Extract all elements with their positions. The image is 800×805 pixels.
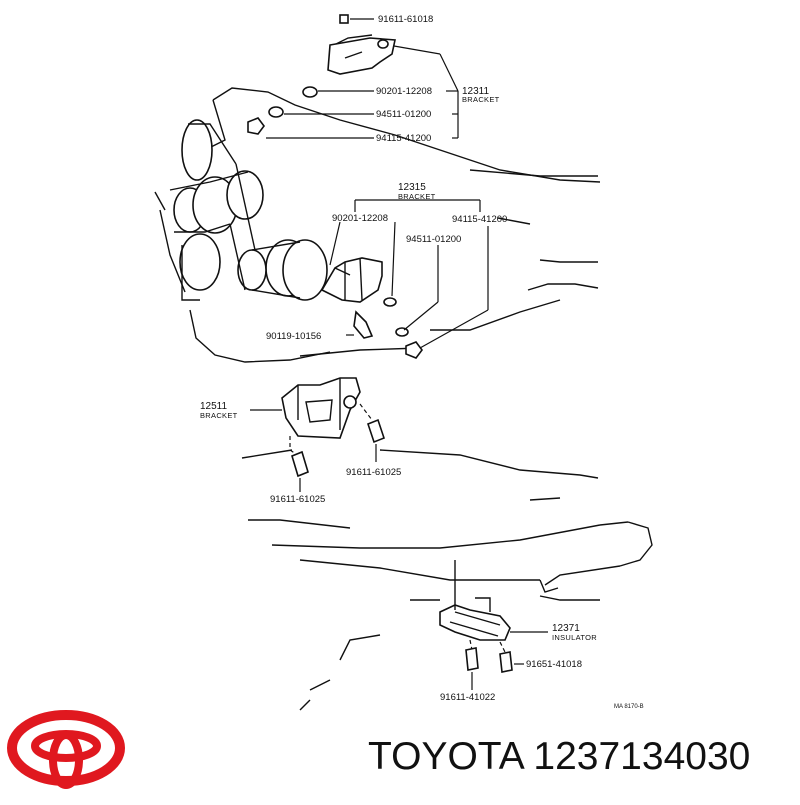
callout-lines-insulator [471,631,548,690]
part-number-label: 90201-12208 [376,86,432,97]
group-name-label: BRACKET [200,411,238,420]
part-number-label: 94511-01200 [406,234,461,245]
diagram-reference-label: MA 8170-B [614,704,644,710]
callout-lines-lower [250,409,377,492]
group-name-label: BRACKET [462,95,500,104]
transmission-outline [241,449,653,711]
part-number-label: 90201-12208 [332,213,388,224]
engine-outline [159,87,601,363]
part-number-label: 94115-41200 [376,133,431,144]
part-number-label: 94511-01200 [376,109,431,120]
brand-part-number: TOYOTA 1237134030 [368,735,751,778]
bracket-12511 [281,377,385,478]
group-name-label: INSULATOR [552,633,597,642]
callout-lines-middle [329,199,489,349]
callout-lines-top [266,18,459,139]
bracket-12311 [247,14,396,135]
bracket-12315 [320,257,423,359]
group-number-label: 12311 [462,86,490,97]
group-number-label: 12315 [398,182,426,193]
part-number-label: 90119-10156 [266,331,321,342]
toyota-logo [7,710,125,789]
part-number-label: 94115-41200 [452,214,507,225]
part-number-label: 91611-41022 [440,692,495,703]
part-number-label: 91611-61025 [346,467,401,478]
group-number-label: 12511 [200,401,228,412]
group-number-label: 12371 [552,623,580,634]
part-number-label: 91611-61018 [378,14,433,25]
insulator-12371 [439,560,559,673]
group-name-label: BRACKET [398,192,436,201]
fan-pulley-assembly [154,119,328,301]
part-number-label: 91651-41018 [526,659,582,670]
part-number-label: 91611-61025 [270,494,325,505]
